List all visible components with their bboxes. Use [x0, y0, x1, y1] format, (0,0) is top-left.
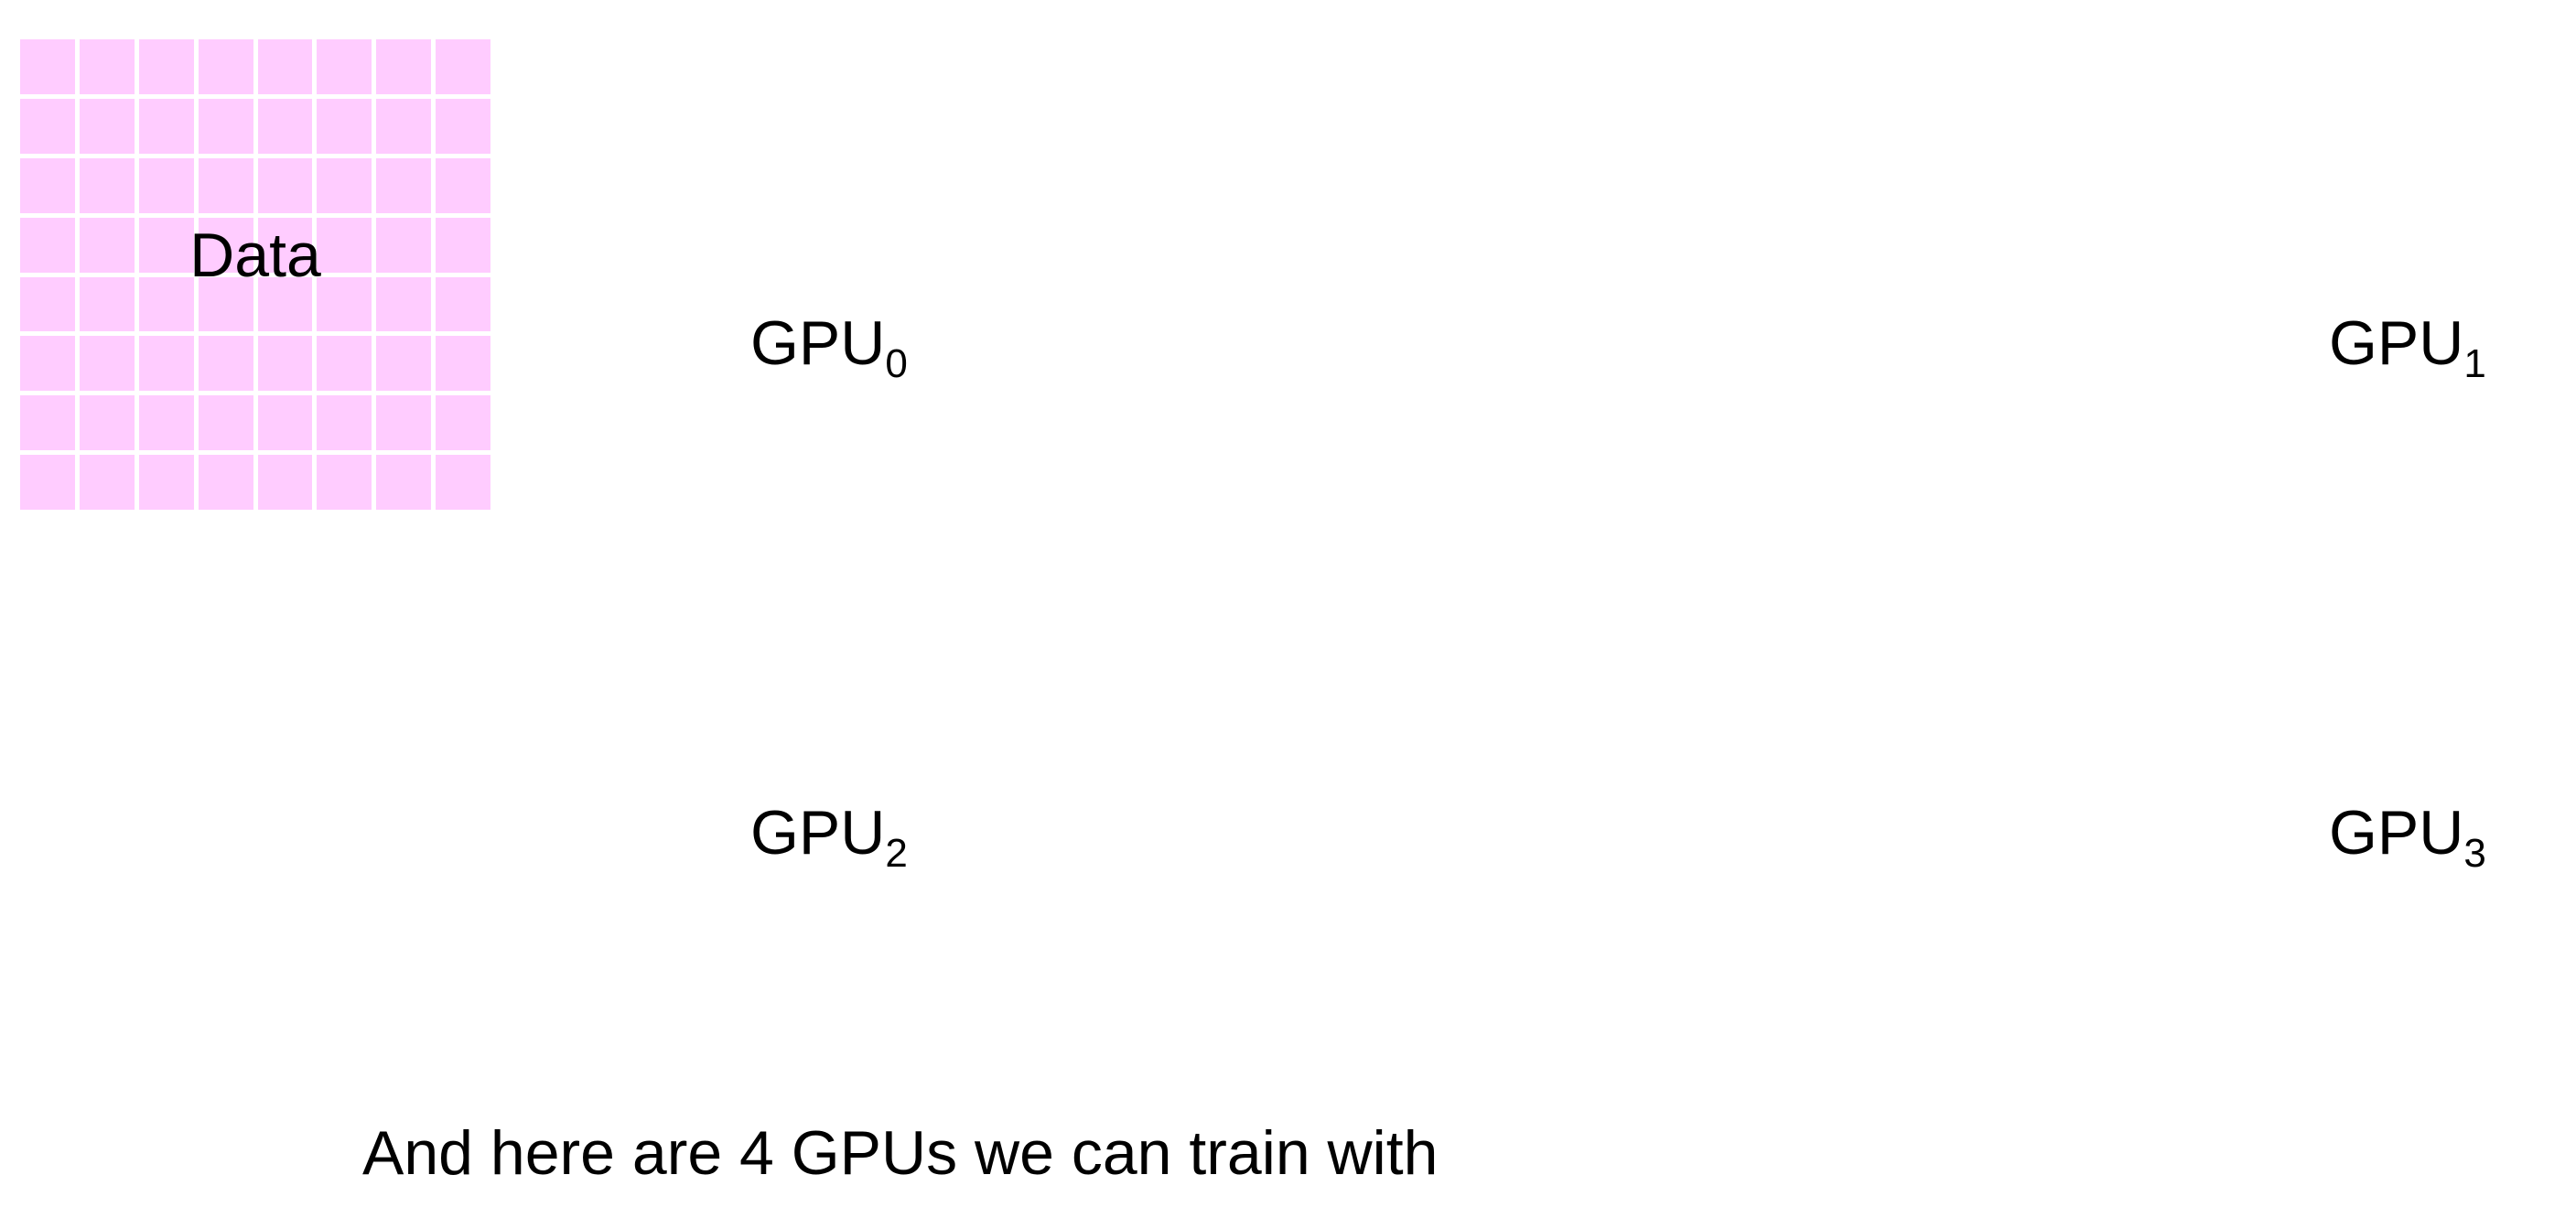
gpu-1-index: 1	[2463, 341, 2486, 386]
gpu-0-index: 0	[885, 341, 908, 386]
gpu-1-name: GPU	[2329, 308, 2464, 378]
data-cell	[257, 157, 313, 213]
data-cell	[436, 455, 490, 510]
gpu-3-index: 3	[2463, 831, 2486, 876]
gpu-0-name: GPU	[750, 308, 886, 378]
data-cell	[20, 157, 75, 213]
data-cell	[436, 157, 490, 213]
data-cell	[257, 98, 313, 154]
data-cell	[138, 98, 194, 154]
data-cell	[20, 395, 75, 451]
data-cell	[376, 217, 432, 273]
data-cell	[198, 395, 253, 451]
data-cell	[436, 336, 490, 392]
data-cell	[436, 217, 490, 273]
data-cell	[317, 336, 372, 392]
data-cell	[198, 336, 253, 392]
data-cell	[376, 455, 432, 510]
gpu-1-label: GPU1	[2329, 312, 2486, 384]
data-cell	[138, 39, 194, 94]
gpu-2-name: GPU	[750, 798, 886, 868]
data-cell	[138, 395, 194, 451]
data-cell	[79, 336, 135, 392]
data-cell	[138, 157, 194, 213]
data-cell	[138, 336, 194, 392]
gpu-0-label: GPU0	[750, 312, 908, 384]
data-cell	[79, 455, 135, 510]
data-cell	[198, 276, 253, 332]
data-cell	[317, 157, 372, 213]
data-cell	[20, 39, 75, 94]
data-cell	[376, 157, 432, 213]
data-cell	[79, 39, 135, 94]
data-cell	[198, 217, 253, 273]
data-cell	[198, 39, 253, 94]
data-cell	[20, 98, 75, 154]
data-cell	[257, 217, 313, 273]
data-cell	[257, 39, 313, 94]
data-cell	[198, 98, 253, 154]
data-cell	[317, 455, 372, 510]
data-cell	[20, 217, 75, 273]
gpu-2-label: GPU2	[750, 802, 908, 874]
data-cell	[376, 336, 432, 392]
data-cell	[79, 157, 135, 213]
data-cell	[317, 217, 372, 273]
gpu-3-name: GPU	[2329, 798, 2464, 868]
data-cell	[198, 157, 253, 213]
data-cell	[198, 455, 253, 510]
data-cell	[257, 276, 313, 332]
data-cell	[376, 395, 432, 451]
data-cell	[257, 455, 313, 510]
gpu-3-label: GPU3	[2329, 802, 2486, 874]
data-cell	[317, 98, 372, 154]
data-cell	[20, 455, 75, 510]
data-cell	[376, 98, 432, 154]
data-cell	[436, 276, 490, 332]
data-cell	[79, 276, 135, 332]
data-cell	[138, 217, 194, 273]
data-cell	[257, 395, 313, 451]
slide-caption: And here are 4 GPUs we can train with	[362, 1118, 1439, 1188]
data-cell	[436, 395, 490, 451]
data-cell	[436, 39, 490, 94]
gpu-2-index: 2	[885, 831, 908, 876]
data-label: Data	[189, 221, 321, 290]
data-cell	[79, 217, 135, 273]
data-cell	[376, 276, 432, 332]
data-cell	[138, 455, 194, 510]
data-cell	[376, 39, 432, 94]
data-grid	[20, 39, 490, 510]
data-cell	[257, 336, 313, 392]
data-cell	[20, 276, 75, 332]
data-cell	[317, 276, 372, 332]
data-cell	[138, 276, 194, 332]
data-cell	[317, 395, 372, 451]
data-cell	[79, 395, 135, 451]
data-cell	[436, 98, 490, 154]
data-cell	[79, 98, 135, 154]
data-cell	[20, 336, 75, 392]
data-cell	[317, 39, 372, 94]
